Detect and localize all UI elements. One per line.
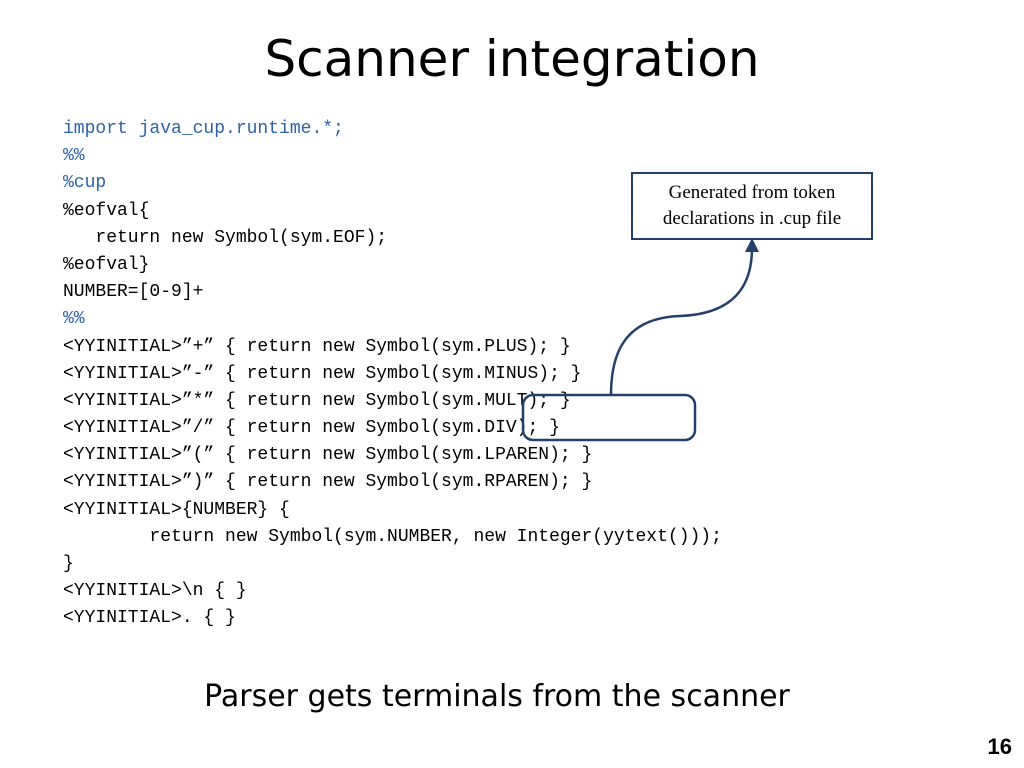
code-line: <YYINITIAL>{NUMBER} {	[63, 499, 290, 520]
callout-line-2: declarations in .cup file	[662, 208, 842, 229]
callout-line-1: Generated from token	[668, 182, 836, 203]
code-line: %eofval{	[63, 200, 150, 221]
code-line: <YYINITIAL>\n { }	[63, 581, 247, 602]
code-line: %cup	[63, 173, 107, 194]
code-line: }	[63, 554, 74, 574]
code-line: %%	[63, 309, 85, 330]
code-block: import java_cup.runtime.*;%% %cup %eofval{…	[63, 116, 722, 633]
callout-box: Generated from token declarations in .cu…	[631, 172, 873, 240]
code-line: %%	[63, 146, 85, 167]
code-line: return new Symbol(sym.EOF);	[63, 227, 388, 248]
code-line: <YYINITIAL>”(” { return new Symbol(sym.L…	[63, 445, 593, 466]
code-line: %eofval}	[63, 254, 150, 275]
code-line: <YYINITIAL>”)” { return new Symbol(sym.R…	[63, 472, 593, 493]
page-number: 16	[987, 734, 1012, 759]
arrow-head-icon	[745, 238, 759, 252]
code-line: <YYINITIAL>”*” { return new Symbol(sym.M…	[63, 390, 571, 411]
code-line: <YYINITIAL>”-” { return new Symbol(sym.M…	[63, 363, 582, 384]
slide-title: Scanner integration	[264, 30, 760, 88]
code-line: import java_cup.runtime.*;	[63, 119, 344, 139]
code-line: <YYINITIAL>. { }	[63, 608, 236, 629]
code-line: <YYINITIAL>”/” { return new Symbol(sym.D…	[63, 418, 560, 439]
code-line: return new Symbol(sym.NUMBER, new Intege…	[63, 526, 722, 547]
code-line: <YYINITIAL>”+” { return new Symbol(sym.P…	[63, 336, 571, 357]
slide-subtitle: Parser gets terminals from the scanner	[204, 679, 790, 714]
code-line: NUMBER=[0-9]+	[63, 282, 204, 303]
